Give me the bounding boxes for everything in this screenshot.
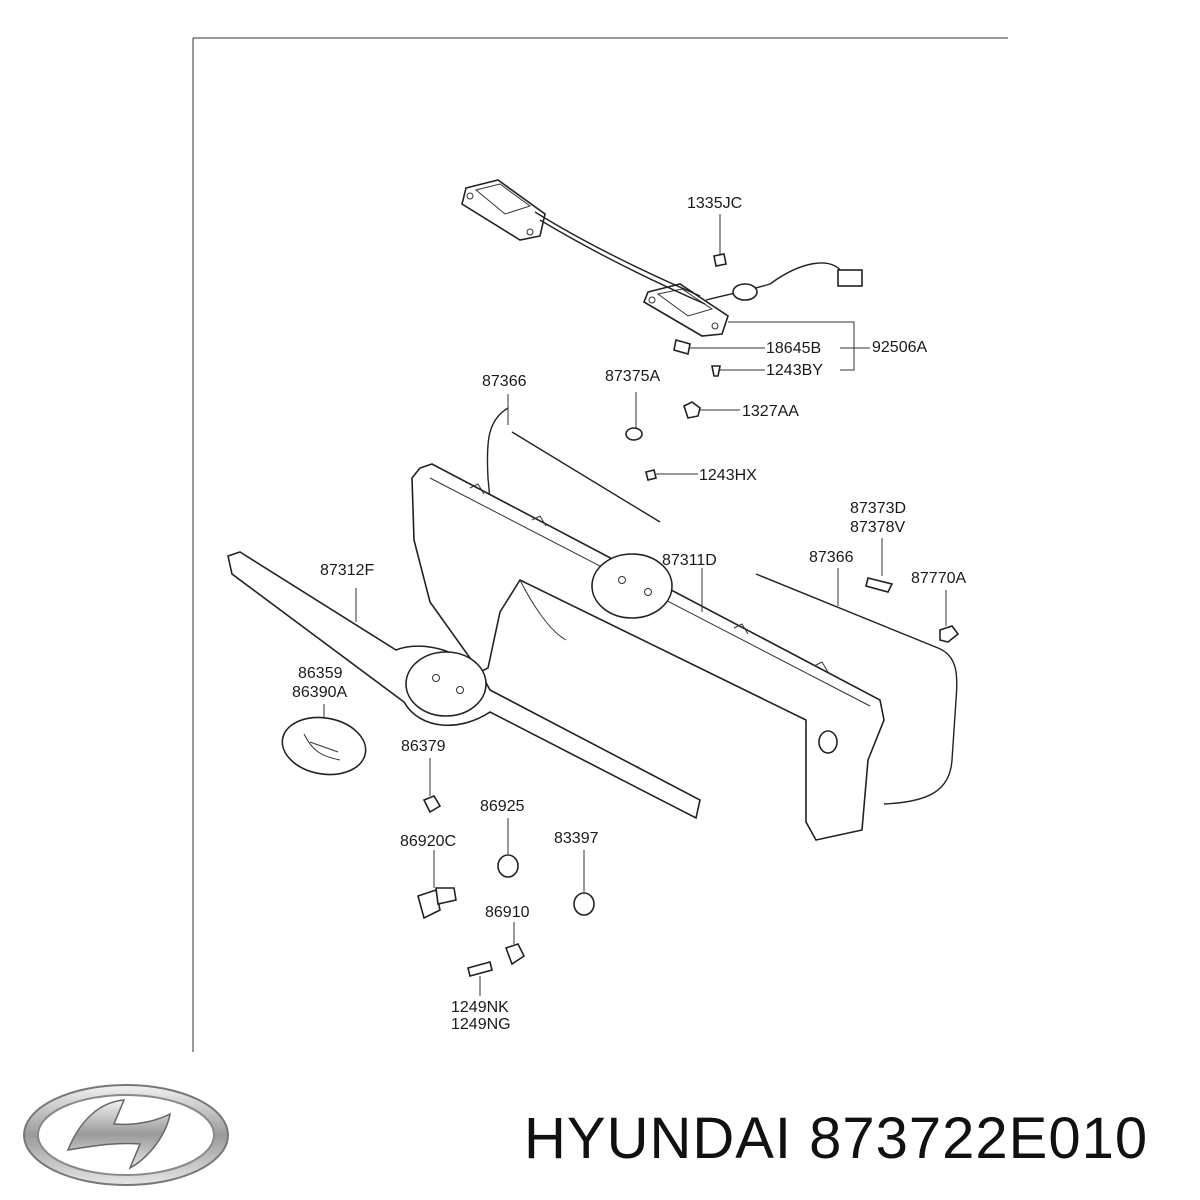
label-87366-lower: 87366 <box>809 549 854 566</box>
hyundai-logo-icon <box>23 1084 229 1186</box>
nut-86379 <box>422 758 442 814</box>
diagram-frame <box>192 37 1008 1052</box>
clip-86920C <box>417 850 457 920</box>
label-86359: 86359 <box>298 665 343 682</box>
washer-87375A <box>625 392 643 441</box>
garnish-87311D <box>411 463 885 841</box>
nut-1327AA <box>683 401 740 419</box>
label-87366-upper: 87366 <box>482 373 527 390</box>
screw-1243HX <box>645 469 698 481</box>
label-1243BY: 1243BY <box>766 362 823 379</box>
part-number-title: HYUNDAI 873722E010 <box>524 1106 1149 1171</box>
label-87378V: 87378V <box>850 519 905 536</box>
label-1243HX: 1243HX <box>699 467 757 484</box>
license-lamp-assembly <box>461 179 863 337</box>
label-87770A: 87770A <box>911 570 966 587</box>
label-1249NG: 1249NG <box>451 1016 511 1033</box>
screw-1249NK <box>467 961 493 996</box>
label-87373D: 87373D <box>850 500 906 517</box>
bracket-92506A <box>728 321 870 371</box>
part-labels: 1335JC 92506A 18645B 1243BY 87366 87375A… <box>292 195 966 1033</box>
label-86390A: 86390A <box>292 684 347 701</box>
label-18645B: 18645B <box>766 340 821 357</box>
nut-86910 <box>504 922 526 966</box>
seal-87366-lower <box>755 568 958 805</box>
cap-83397 <box>573 850 595 916</box>
label-83397: 83397 <box>554 830 599 847</box>
seal-87366-upper <box>486 394 661 523</box>
chrome-strip-87312F <box>227 551 701 820</box>
clip-1335JC <box>713 214 727 267</box>
label-86910: 86910 <box>485 904 530 921</box>
cap-86925 <box>497 818 519 878</box>
screw-1243BY <box>711 365 765 377</box>
emblem-86359 <box>281 704 367 776</box>
label-1335JC: 1335JC <box>687 195 742 212</box>
label-87311D: 87311D <box>662 552 717 569</box>
label-86379: 86379 <box>401 738 446 755</box>
label-86925: 86925 <box>480 798 525 815</box>
label-1327AA: 1327AA <box>742 403 799 420</box>
label-87375A: 87375A <box>605 368 660 385</box>
label-86920C: 86920C <box>400 833 456 850</box>
clip-87770A <box>939 590 960 643</box>
bulb-18645B <box>673 338 765 356</box>
label-1249NK: 1249NK <box>451 999 509 1016</box>
label-87312F: 87312F <box>320 562 374 579</box>
label-92506A: 92506A <box>872 339 927 356</box>
pad-87373D <box>865 538 894 593</box>
